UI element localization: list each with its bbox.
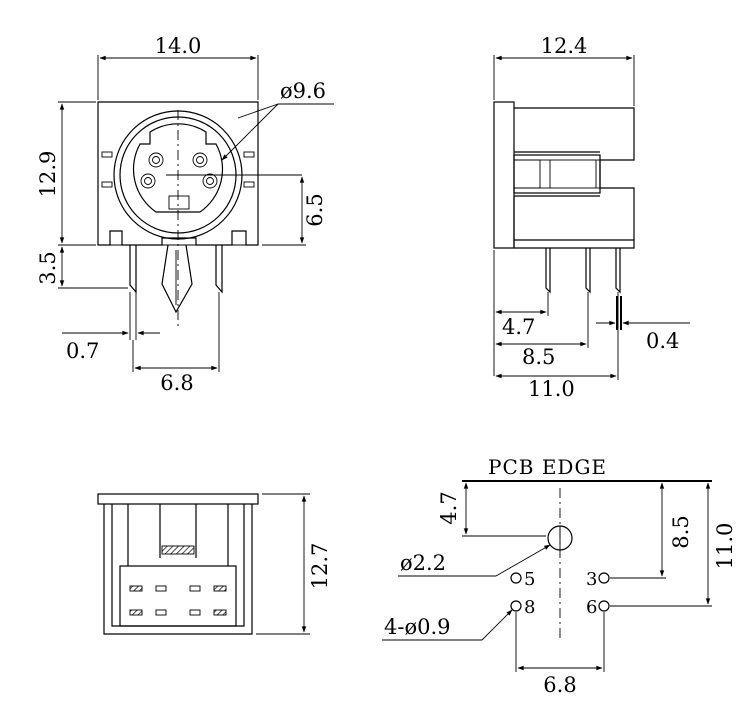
front-diameter-label: ø9.6 <box>280 79 326 103</box>
pcb-hole-8 <box>510 600 522 612</box>
side-plug-shell <box>513 154 601 194</box>
pcb-pin-6-label: 6 <box>586 597 597 618</box>
pcb-pin-spacing-label: 6.8 <box>543 673 576 697</box>
side-housing-top <box>514 107 635 240</box>
pcb-large-hole-label: ø2.2 <box>400 551 446 575</box>
pcb-pin-3-label: 3 <box>586 569 597 590</box>
front-width-label: 14.0 <box>155 34 202 58</box>
front-pin-length-label: 3.5 <box>36 251 60 284</box>
bottom-dimensions: 12.7 <box>256 493 332 635</box>
pcb-layout: PCB EDGE 5 3 8 6 <box>462 455 712 640</box>
pcb-dimensions: 4.7 8.5 11.0 ø2.2 4-ø0.9 6.8 <box>382 482 737 697</box>
side-width-label: 12.4 <box>541 34 588 58</box>
front-center-height-label: 6.5 <box>303 193 327 226</box>
side-pins <box>545 248 621 294</box>
side-dimensions: 12.4 4.7 8.5 11.0 0.4 <box>493 34 690 401</box>
side-offset3-label: 11.0 <box>528 377 575 401</box>
side-offset1-label: 4.7 <box>502 315 535 339</box>
pcb-pin-5-label: 5 <box>524 569 535 590</box>
bottom-height-label: 12.7 <box>308 543 332 590</box>
side-front-plate <box>493 101 515 249</box>
front-right-notch-bottom <box>243 181 255 188</box>
side-view <box>493 101 635 294</box>
bottom-top-flange <box>97 493 259 505</box>
side-pin-thickness-label: 0.4 <box>646 329 679 353</box>
bottom-view <box>97 493 259 635</box>
front-left-notch-top <box>101 151 113 158</box>
pcb-pin-8-label: 8 <box>524 597 535 618</box>
pcb-offset3-label: 11.0 <box>713 523 737 570</box>
pcb-offset2-label: 8.5 <box>669 515 693 548</box>
bottom-contacts <box>129 585 227 616</box>
side-offset2-label: 8.5 <box>522 345 555 369</box>
front-pin-spacing-label: 6.8 <box>160 371 193 395</box>
front-pins <box>129 244 223 314</box>
bottom-connector-block <box>119 565 237 627</box>
pcb-hole-5 <box>510 572 522 584</box>
front-pin-width-label: 0.7 <box>66 339 99 363</box>
pcb-offset1-label: 4.7 <box>437 491 461 524</box>
front-pin-holes <box>140 152 218 189</box>
front-dimensions: 14.0 12.9 3.5 ø9.6 6.5 0.7 6.8 <box>36 34 334 395</box>
pcb-hole-6 <box>598 600 610 612</box>
pcb-edge-label: PCB EDGE <box>488 455 607 479</box>
front-left-notch-bottom <box>101 181 113 188</box>
side-housing-bottom <box>513 196 635 249</box>
front-key-slot <box>168 195 190 210</box>
front-view <box>97 101 302 330</box>
front-right-notch-top <box>243 151 255 158</box>
front-height-label: 12.9 <box>36 151 60 198</box>
bottom-key-hatch <box>161 545 195 555</box>
front-inner-shield <box>132 123 224 213</box>
bottom-outer-body <box>103 504 253 635</box>
pcb-small-hole-label: 4-ø0.9 <box>384 615 451 639</box>
pcb-hole-3 <box>598 572 610 584</box>
